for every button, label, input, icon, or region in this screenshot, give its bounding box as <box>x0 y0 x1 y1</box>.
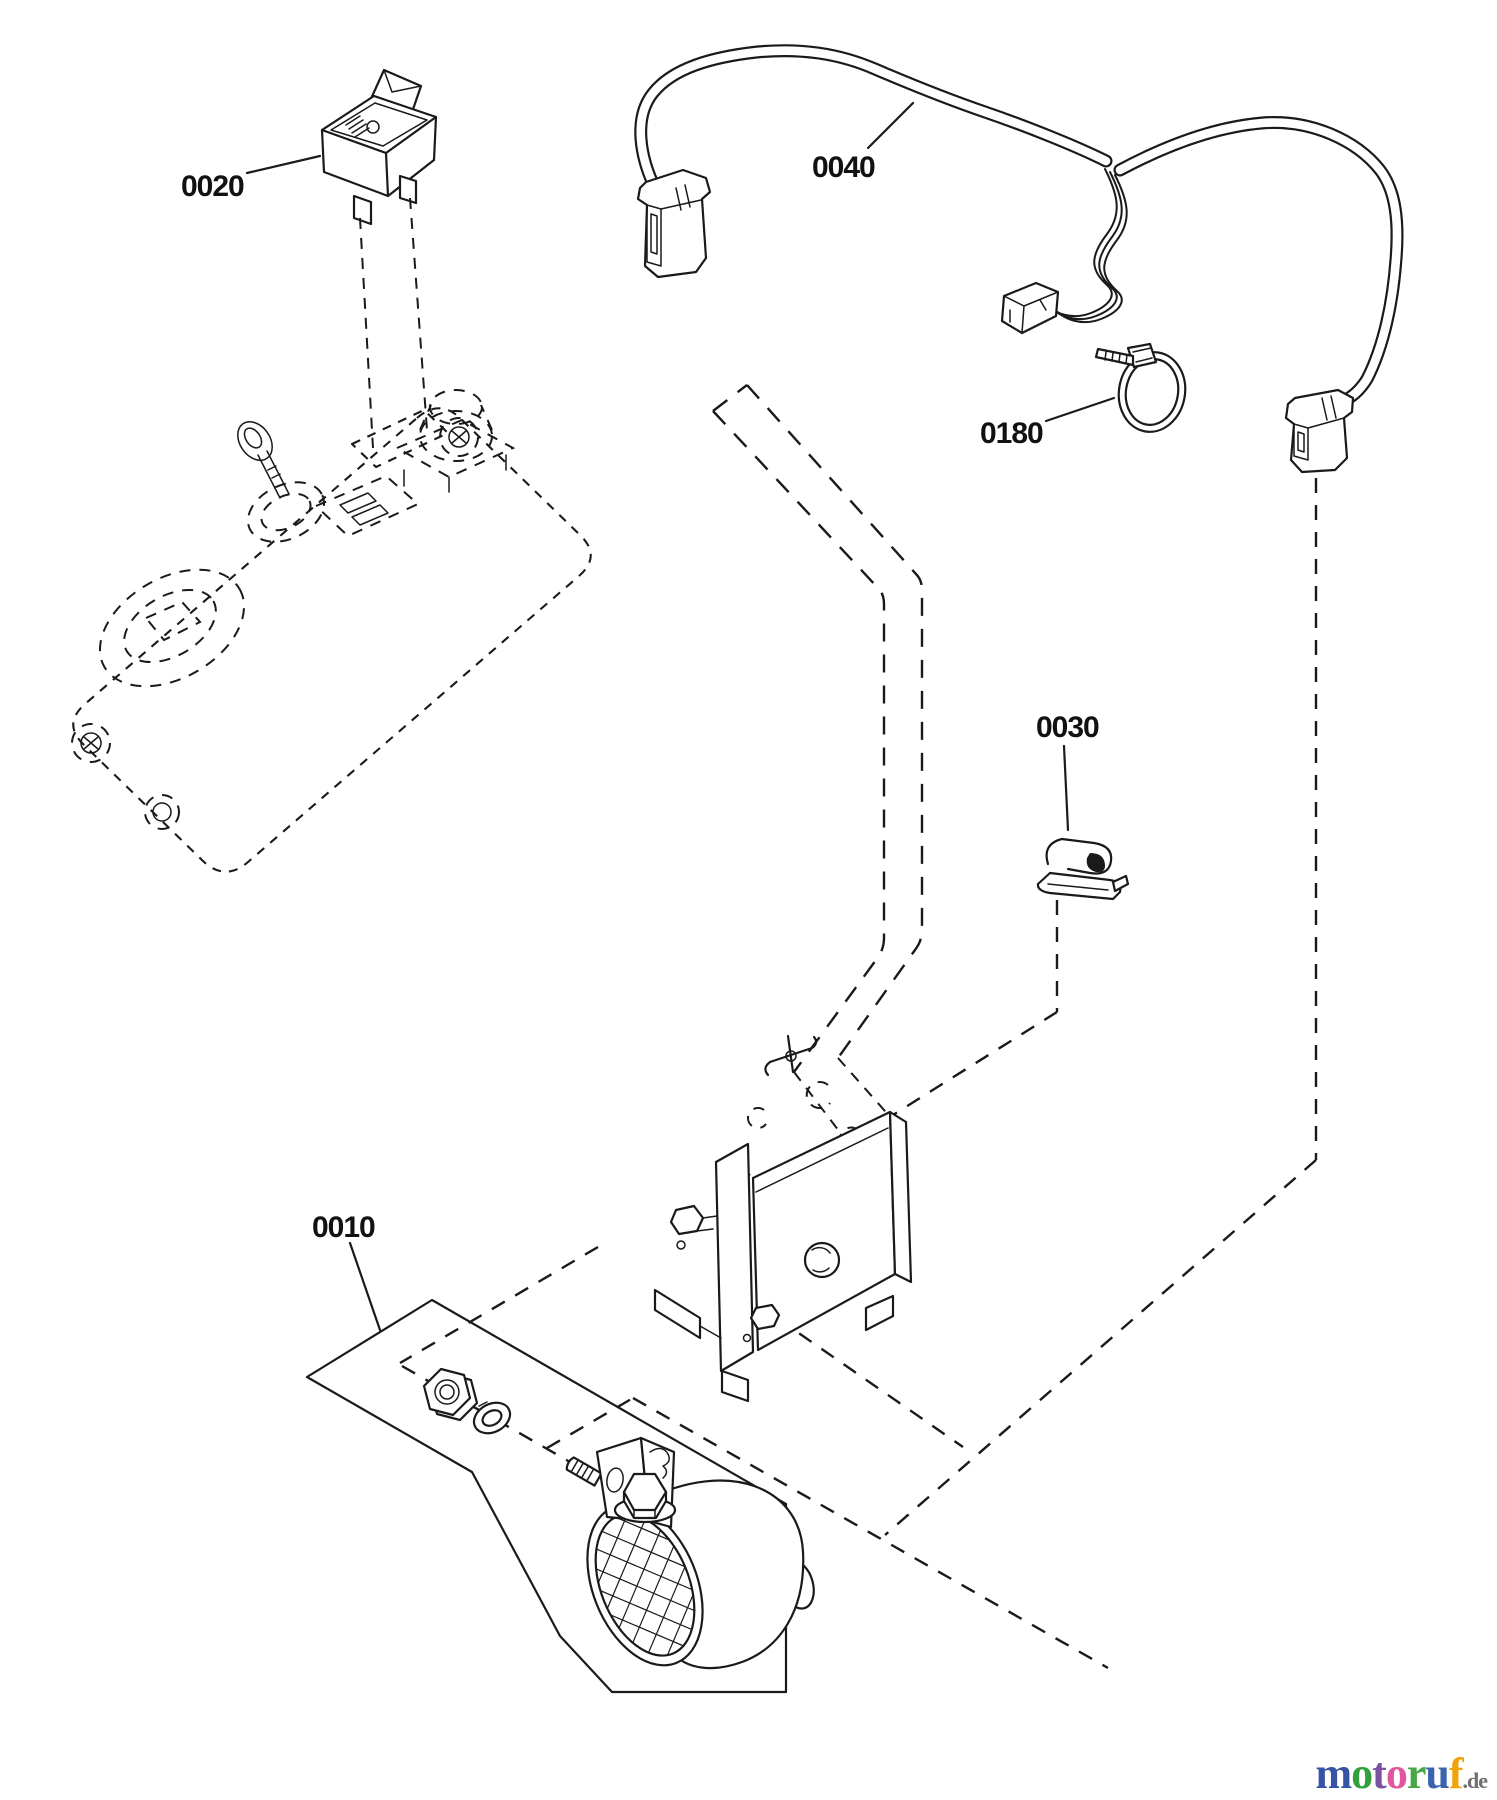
harness-connector-left <box>636 168 712 279</box>
motoruf-logo: motoruf.de <box>1315 1749 1488 1798</box>
switch-leader-dashes <box>359 197 428 449</box>
logo-letter: r <box>1406 1749 1427 1798</box>
part-number-0010: 0010 <box>312 1211 375 1244</box>
logo-letter: u <box>1425 1749 1450 1798</box>
headlight-lens <box>576 1499 714 1671</box>
cable-tie <box>1094 342 1187 433</box>
part-number-0030: 0030 <box>1036 711 1099 744</box>
panel-screw <box>71 723 111 763</box>
logo-letter: o <box>1385 1749 1408 1798</box>
logo-letter: f <box>1448 1749 1464 1798</box>
panel-screw <box>144 794 180 830</box>
harness-connector-middle <box>1000 281 1060 335</box>
harness-connector-right <box>1284 388 1355 474</box>
actuator-box <box>653 1110 913 1403</box>
key-switch <box>237 421 326 543</box>
dashed-control-panel <box>71 389 592 873</box>
part-number-0020: 0020 <box>181 170 244 203</box>
panel-screw <box>439 417 479 457</box>
hex-nut <box>422 1367 479 1422</box>
rocker-switch <box>320 68 438 226</box>
harness-wire-bundle <box>1040 168 1128 324</box>
label-0180: 0180 <box>980 396 1116 450</box>
cable-clip <box>1036 837 1130 901</box>
box-front-bolt <box>742 1303 781 1343</box>
cotter-pin <box>764 1034 818 1077</box>
part-number-0180: 0180 <box>980 417 1043 450</box>
label-0040: 0040 <box>812 101 915 184</box>
label-0030: 0030 <box>1036 711 1100 832</box>
part-labels: 0020 0040 0180 0030 0010 <box>181 101 1116 1332</box>
logo-suffix: .de <box>1462 1768 1488 1793</box>
label-0010: 0010 <box>312 1211 382 1332</box>
handle-tube-dashed <box>712 384 924 1073</box>
box-side-bolt <box>669 1204 718 1250</box>
panel-push-button <box>394 389 516 493</box>
lock-washer <box>472 1401 512 1435</box>
part-number-0040: 0040 <box>812 151 875 184</box>
logo-letter: o <box>1351 1749 1373 1798</box>
switch-grille-icon <box>345 115 380 138</box>
bracket-hex-bolt <box>613 1472 677 1524</box>
label-0020: 0020 <box>181 154 322 203</box>
light-assembly <box>305 1298 815 1694</box>
logo-letter: t <box>1372 1749 1387 1798</box>
threaded-stud <box>565 1456 603 1487</box>
joystick-boot <box>98 568 246 688</box>
assembly-guide-lines <box>399 478 1318 1670</box>
logo-letter: m <box>1315 1749 1353 1798</box>
panel-slot-plate <box>314 474 420 538</box>
wiring-harness <box>634 44 1404 474</box>
